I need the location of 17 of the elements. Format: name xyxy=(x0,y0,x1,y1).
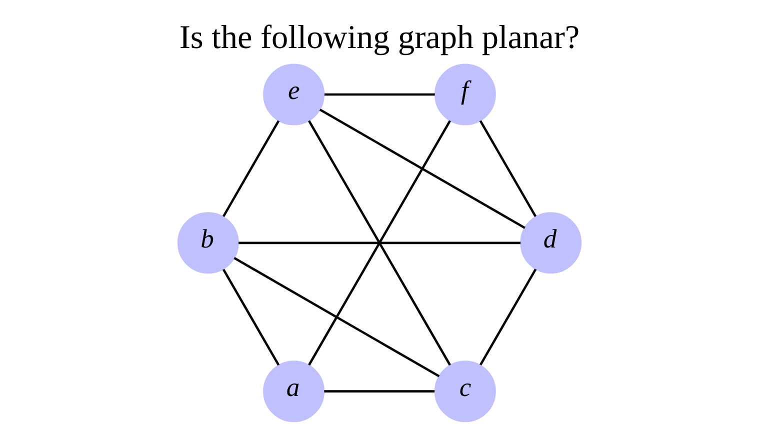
node-circle: a xyxy=(263,360,325,422)
connector xyxy=(238,242,521,244)
node-circle: b xyxy=(177,212,239,274)
connector xyxy=(324,390,435,392)
node-circle: d xyxy=(520,212,582,274)
connector xyxy=(324,93,435,96)
connector xyxy=(480,268,537,366)
connector xyxy=(319,108,526,229)
connector xyxy=(308,120,451,366)
node-circle: f xyxy=(434,64,496,126)
diagram-title: Is the following graph planar? xyxy=(179,18,580,56)
connector xyxy=(234,257,440,378)
connector xyxy=(479,120,537,217)
node-circle: e xyxy=(263,64,325,126)
connector xyxy=(222,120,280,217)
node-circle: c xyxy=(434,360,496,422)
connector xyxy=(222,268,280,366)
